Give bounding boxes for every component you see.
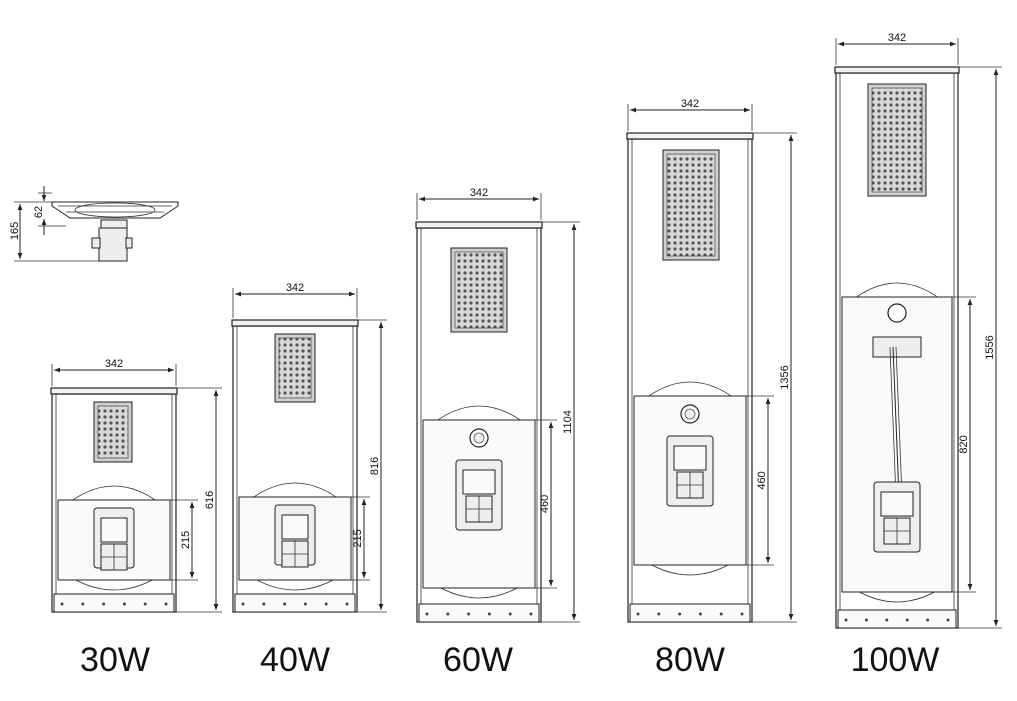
screw-dot [446, 612, 450, 616]
screw-dot [529, 612, 533, 616]
front-view-100w: 342 1556 820 [834, 32, 1002, 629]
top-cap [231, 319, 359, 327]
model-watt-label-100w: 100W [851, 641, 940, 679]
screw-dot [678, 612, 682, 616]
top-cap [415, 221, 543, 229]
mount-plate [281, 514, 309, 540]
screw-dot [164, 602, 168, 606]
side-view-height-label: 165 [9, 222, 21, 240]
base-band [53, 593, 175, 613]
screw-dot [508, 612, 512, 616]
height-dimension-label: 816 [369, 457, 381, 475]
height-dimension-label: 1104 [562, 410, 574, 434]
screw-dot [81, 602, 85, 606]
base-band [418, 603, 540, 623]
width-dimension-label: 342 [888, 32, 906, 44]
mount-plate [100, 517, 128, 543]
base-band [629, 603, 751, 623]
screw-dot [864, 618, 868, 622]
screw-dot [122, 602, 126, 606]
height-dimension-label: 616 [204, 491, 216, 509]
top-cap [626, 132, 754, 140]
panel-dimension-label: 215 [352, 529, 364, 547]
front-views: 3426162153428162153421104460342135646034… [50, 32, 1002, 629]
side-view-depth-label: 62 [33, 206, 45, 218]
screw-dot [926, 618, 930, 622]
front-view-60w: 342 1104 460 [415, 187, 580, 623]
front-view-80w: 342 1356 460 [626, 98, 797, 623]
screw-dot [262, 602, 266, 606]
sensor-lens [684, 408, 696, 420]
led-array [666, 153, 716, 257]
screw-dot [719, 612, 723, 616]
sensor-icon [887, 303, 907, 323]
screw-dot [657, 612, 661, 616]
screw-dot [303, 602, 307, 606]
screw-dot [487, 612, 491, 616]
model-watt-label-80w: 80W [655, 641, 725, 679]
screw-dot [102, 602, 106, 606]
led-array [278, 337, 312, 399]
height-dimension-label: 1356 [779, 365, 791, 389]
screw-dot [324, 602, 328, 606]
width-dimension-label: 342 [681, 98, 699, 110]
model-watt-label-30w: 30W [80, 641, 150, 679]
top-cap [834, 66, 960, 74]
led-array [454, 251, 504, 329]
screw-dot [60, 602, 64, 606]
screw-dot [345, 602, 349, 606]
screw-dot [698, 612, 702, 616]
model-watt-label-40w: 40W [260, 641, 330, 679]
width-dimension-label: 342 [105, 358, 123, 370]
panel-dimension-label: 215 [180, 531, 192, 549]
screw-dot [241, 602, 245, 606]
support-arm [892, 346, 900, 498]
base-band [234, 593, 356, 613]
width-dimension-label: 342 [286, 282, 304, 294]
screw-dot [283, 602, 287, 606]
mount-plate [673, 445, 707, 471]
height-dimension-label: 1556 [984, 335, 996, 359]
panel-dimension-label: 460 [539, 495, 551, 513]
front-view-30w: 342 616 215 [50, 358, 222, 613]
mount-plate [880, 491, 914, 517]
pole-clamp-top [872, 336, 922, 358]
panel-dimension-label: 460 [756, 471, 768, 489]
screw-dot [946, 618, 950, 622]
mount-plate [462, 469, 496, 495]
front-view-40w: 342 816 215 [231, 282, 387, 613]
sensor-lens [473, 432, 485, 444]
screw-dot [740, 612, 744, 616]
led-array [871, 87, 923, 193]
model-watt-label-60w: 60W [443, 641, 513, 679]
screw-dot [844, 618, 848, 622]
led-array [97, 405, 129, 459]
screw-dot [143, 602, 147, 606]
width-dimension-label: 342 [470, 187, 488, 199]
top-cap [50, 387, 178, 395]
base-band [837, 609, 957, 629]
screw-dot [905, 618, 909, 622]
screw-dot [425, 612, 429, 616]
screw-dot [636, 612, 640, 616]
support-arm-outline [889, 346, 903, 498]
side-view: 165 62 [9, 186, 179, 262]
screw-dot [885, 618, 889, 622]
screw-dot [467, 612, 471, 616]
panel-dimension-label: 820 [958, 435, 970, 453]
